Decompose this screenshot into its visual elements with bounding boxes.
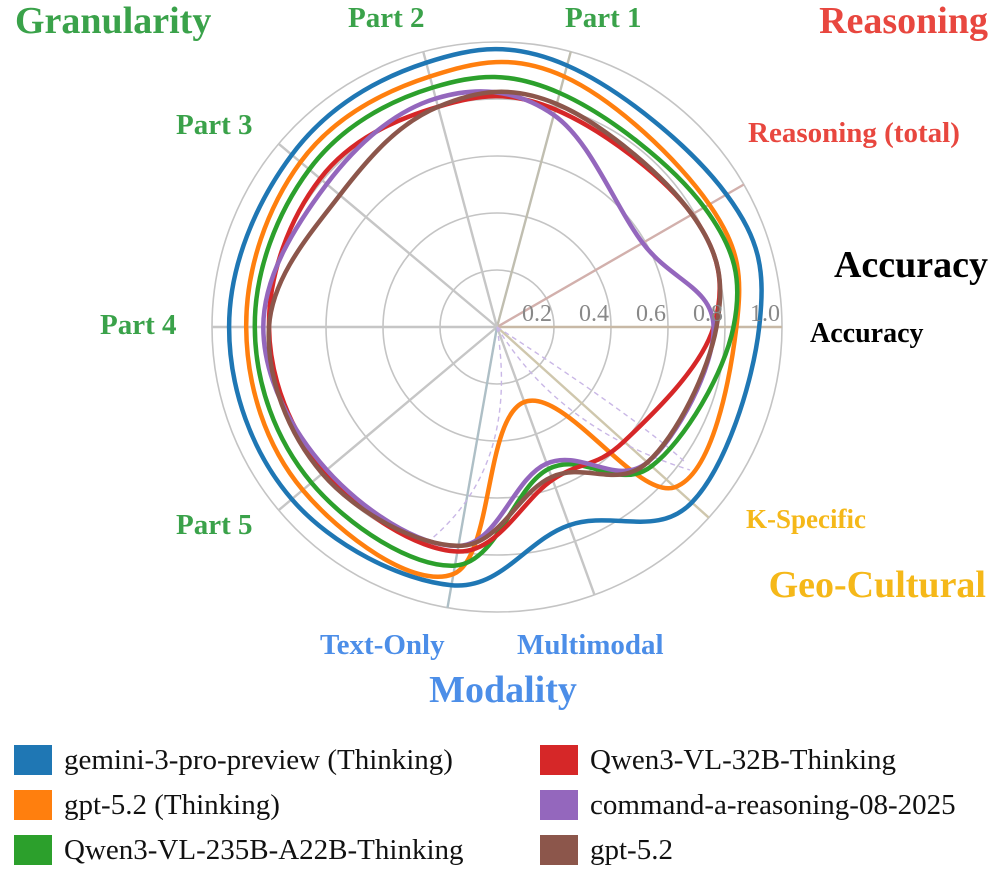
axis-label: Part 2	[348, 2, 425, 34]
legend-label: gpt-5.2 (Thinking)	[64, 788, 280, 821]
group-labels: Granularity ReasoningAccuracyGeo-Cultural…	[15, 0, 988, 711]
group-label: Accuracy	[834, 244, 988, 286]
radar-series	[226, 46, 764, 588]
legend-item: gpt-5.2	[540, 830, 673, 870]
legend-item: gemini-3-pro-preview (Thinking)	[14, 740, 453, 780]
legend-swatch	[540, 790, 578, 820]
axis-label: Accuracy	[810, 318, 924, 349]
axis-label: Part 1	[565, 2, 642, 34]
series-line	[226, 46, 764, 588]
radial-tick-label: 1.0	[750, 301, 780, 327]
axis-label: Part 4	[100, 309, 177, 341]
legend-swatch	[540, 745, 578, 775]
axis-labels: Accuracy Reasoning (total) Part 1 Part 2 Par…	[100, 2, 960, 661]
group-label: Reasoning	[819, 0, 988, 42]
legend-swatch	[14, 745, 52, 775]
radial-tick-label: 0.6	[636, 301, 666, 327]
group-label: Granularity	[15, 0, 211, 42]
legend-label: command-a-reasoning-08-2025	[590, 788, 956, 821]
legend: gemini-3-pro-preview (Thinking) gpt-5.2 …	[0, 730, 997, 880]
legend-label: Qwen3-VL-32B-Thinking	[590, 743, 897, 776]
series-line	[243, 59, 742, 579]
axis-spoke	[446, 326, 499, 608]
legend-swatch	[14, 835, 52, 865]
axis-label: Part 3	[176, 109, 253, 141]
radial-tick-label: 0.4	[579, 301, 609, 327]
series-line	[252, 74, 740, 568]
legend-label: gpt-5.2	[590, 833, 673, 866]
radial-tick-labels: 0.2 0.4 0.6 0.8 1.0	[522, 301, 780, 327]
group-label: Geo-Cultural	[769, 564, 986, 606]
legend-label: Qwen3-VL-235B-A22B-Thinking	[64, 833, 464, 866]
radial-tick-label: 0.8	[693, 301, 723, 327]
axis-spoke	[277, 326, 498, 512]
axis-spoke	[277, 142, 498, 328]
guide-dashed-line	[496, 326, 687, 464]
legend-label: gemini-3-pro-preview (Thinking)	[64, 743, 453, 776]
radar-chart: 0.2 0.4 0.6 0.8 1.0 Accuracy Reasoning (total…	[15, 0, 988, 711]
legend-item: Qwen3-VL-235B-A22B-Thinking	[14, 830, 464, 870]
legend-swatch	[540, 835, 578, 865]
guide-dashed-line	[423, 326, 503, 546]
series-line	[261, 89, 716, 549]
axis-label: Text-Only	[320, 629, 445, 661]
legend-item: Qwen3-VL-32B-Thinking	[540, 740, 896, 780]
legend-item: command-a-reasoning-08-2025	[540, 785, 956, 825]
axis-label: K-Specific	[746, 504, 866, 534]
group-label: Modality	[429, 669, 577, 711]
radar-axes	[212, 51, 782, 608]
radial-tick-label: 0.2	[522, 301, 552, 327]
axis-spoke	[495, 326, 596, 596]
guide-dashed-line	[496, 326, 691, 471]
series-line	[266, 89, 723, 549]
axis-label: Reasoning (total)	[748, 117, 960, 149]
legend-swatch	[14, 790, 52, 820]
axis-label: Part 5	[176, 509, 253, 541]
axis-label: Multimodal	[517, 629, 664, 661]
axis-spoke	[495, 51, 572, 328]
legend-item: gpt-5.2 (Thinking)	[14, 785, 280, 825]
